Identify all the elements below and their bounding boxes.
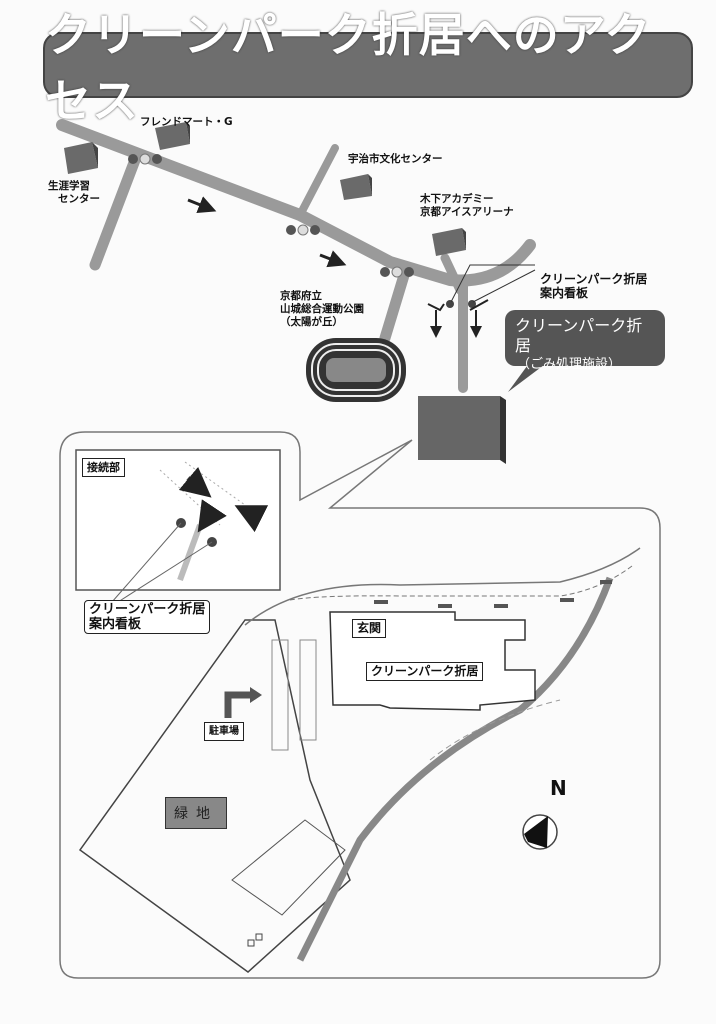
- building-icon: [155, 122, 190, 150]
- access-road: [244, 547, 641, 626]
- direction-arrow-icon: [187, 196, 217, 214]
- guide-sign-marker: [446, 300, 454, 308]
- north-compass-icon: [522, 814, 558, 850]
- road-south-park: [379, 266, 411, 344]
- facility-building-icon: [418, 396, 506, 464]
- direction-arrow-icon: [178, 466, 212, 498]
- inset-title: 接続部: [82, 458, 125, 477]
- parking-turn-arrow-icon: [224, 691, 252, 718]
- parking-label: 駐車場: [204, 722, 244, 741]
- main-road: [56, 119, 536, 287]
- site-plan-frame: [59, 431, 661, 979]
- traffic-signal-icon: [286, 224, 320, 236]
- inset-sign-label: クリーンパーク折居 案内看板: [84, 600, 211, 634]
- direction-arrow-icon: [319, 250, 347, 268]
- road-north-uji: [296, 144, 339, 219]
- landmark-friend-mart: フレンドマート・G: [140, 116, 233, 128]
- road-south-1: [89, 154, 141, 271]
- direction-arrow-icon: [197, 499, 227, 533]
- north-label: N: [550, 776, 567, 800]
- building-icon: [64, 142, 98, 174]
- landmark-uji-culture-center: 宇治市文化センター: [348, 153, 443, 165]
- direction-arrow-icon: [234, 505, 269, 533]
- building-icon: [432, 228, 466, 256]
- page-title: クリーンパーク折居へのアクセス: [45, 8, 652, 128]
- guide-sign-label: クリーンパーク折居 案内看板: [540, 272, 648, 300]
- building-icon: [340, 174, 372, 200]
- title-banner: クリーンパーク折居へのアクセス: [43, 8, 693, 128]
- parking-stalls: [271, 639, 317, 751]
- green-area-boundary: [78, 619, 351, 973]
- green-area-label: 緑地: [165, 797, 227, 829]
- direction-arrow-icon: [374, 580, 612, 608]
- landmark-lifelong-center: 生涯学習 センター: [48, 180, 100, 205]
- entrance-label: 玄関: [352, 619, 387, 638]
- landmark-kinoshita-arena: 木下アカデミー 京都アイスアリーナ: [420, 193, 514, 218]
- traffic-signal-icon: [380, 266, 414, 278]
- facility-label: クリーンパーク折居: [366, 662, 484, 681]
- traffic-signal-icon: [128, 153, 162, 165]
- callout-pointer: [508, 362, 548, 392]
- landmark-yamashiro-park: 京都府立 山城総合運動公園 （太陽が丘）: [280, 290, 364, 328]
- road-kinoshita: [440, 253, 465, 295]
- destination-callout: クリーンパーク折居 （ごみ処理施設）: [505, 310, 665, 372]
- stadium-icon: [306, 338, 406, 402]
